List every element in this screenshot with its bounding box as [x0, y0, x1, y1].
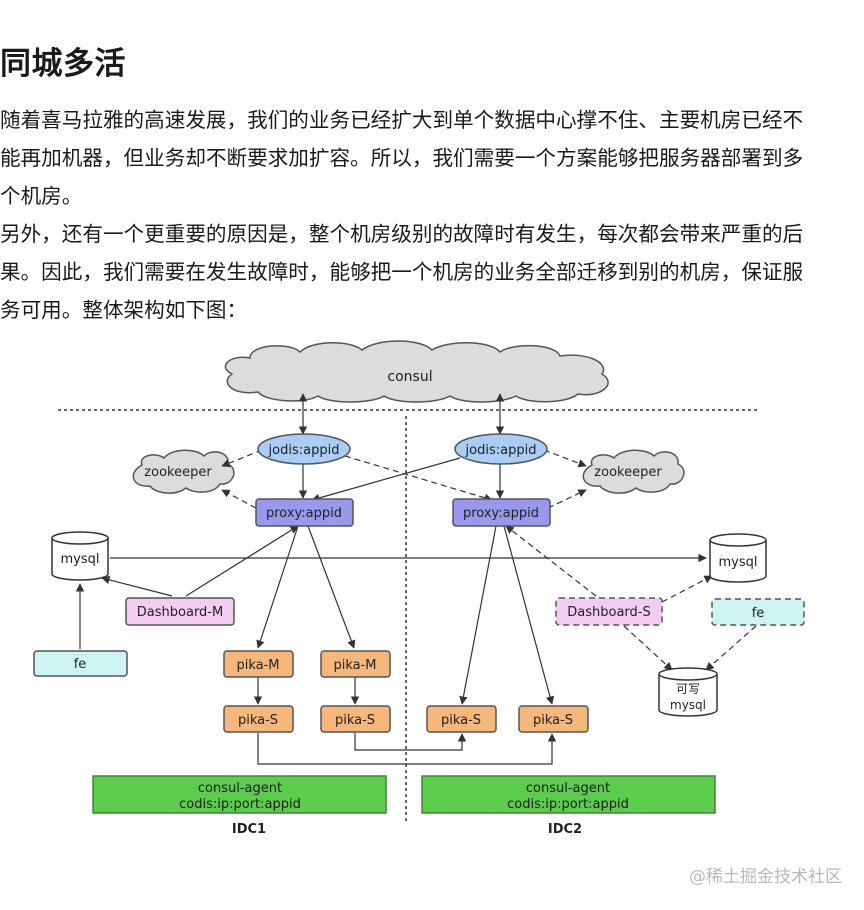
pika-m-1-label: pika-M [236, 658, 279, 673]
proxy-left-node: proxy:appid [255, 498, 354, 527]
consul-agent-right-key: codis:ip:port:appid [507, 797, 629, 812]
fe-right-label: fe [752, 606, 765, 621]
consul-agent-left-key: codis:ip:port:appid [179, 797, 301, 812]
consul-cloud: consul [224, 340, 609, 403]
mysql-right-cylinder: mysql [709, 533, 767, 583]
paragraph-line: 随着喜马拉雅的高速发展，我们的业务已经扩大到单个数据中心撑不住、主要机房已经不 [0, 108, 804, 132]
jodis-left-node: jodis:appid [257, 433, 351, 465]
edge-proxy-right-pika-s4 [503, 525, 555, 705]
edge-proxy-left-pika-m2 [307, 525, 356, 649]
paragraph-reason: 另外，还有一个更重要的原因是，整个机房级别的故障时有发生，每次都会带来严重的后 … [0, 215, 864, 329]
consul-agent-right-label: consul-agent [526, 781, 610, 796]
zookeeper-right-cloud: zookeeper [582, 449, 685, 494]
consul-agent-right: consul-agent codis:ip:port:appid [421, 775, 716, 814]
consul-agent-left: consul-agent codis:ip:port:appid [92, 775, 387, 814]
pika-m-2-node: pika-M [320, 650, 391, 678]
consul-agent-left-label: consul-agent [198, 781, 282, 796]
mysql-writable-cylinder: 可写 mysql [658, 667, 718, 717]
dashboard-m-node: Dashboard-M [125, 597, 235, 626]
pika-s-4-node: pika-S [518, 705, 589, 733]
fe-right-node: fe [711, 598, 805, 626]
proxy-right-node: proxy:appid [452, 498, 551, 527]
pika-m-2-label: pika-M [333, 658, 376, 673]
idc1-label: IDC1 [232, 822, 266, 837]
edge-jodis-right-zookeeper [543, 449, 587, 468]
edge-proxy-left-zookeeper [221, 489, 257, 509]
mysql-left-cylinder: mysql [51, 531, 109, 581]
pika-s-2-label: pika-S [335, 713, 375, 728]
edge-proxy-right-zookeeper [547, 489, 587, 509]
dashboard-s-label: Dashboard-S [567, 605, 650, 620]
pika-s-3-node: pika-S [426, 705, 497, 733]
mysql-left-label: mysql [61, 552, 100, 567]
jodis-right-node: jodis:appid [454, 433, 548, 465]
pika-s-1-label: pika-S [238, 713, 278, 728]
paragraph-line: 另外，还有一个更重要的原因是，整个机房级别的故障时有发生，每次都会带来严重的后 [0, 222, 804, 246]
edge-pika-s2-s3 [354, 733, 467, 751]
dashboard-m-label: Dashboard-M [137, 605, 223, 620]
pika-s-1-node: pika-S [223, 705, 294, 733]
architecture-diagram: consul zookeeper zookeeper [33, 340, 805, 837]
paragraph-line: 务可用。整体架构如下图： [0, 298, 248, 322]
watermark: @稀土掘金技术社区 [689, 867, 842, 887]
zookeeper-left-cloud: zookeeper [132, 449, 235, 494]
proxy-right-label: proxy:appid [463, 506, 539, 521]
jodis-left-label: jodis:appid [268, 443, 340, 458]
dashboard-s-node: Dashboard-S [555, 597, 663, 626]
mysql-writable-label-bottom: mysql [670, 698, 706, 712]
edge-jodis-right-proxy-left [311, 457, 461, 502]
edge-fe-right-writable-mysql [705, 625, 757, 671]
edge-jodis-left-zookeeper [221, 449, 263, 468]
idc2-label: IDC2 [548, 822, 582, 837]
jodis-right-label: jodis:appid [465, 443, 537, 458]
paragraph-intro: 随着喜马拉雅的高速发展，我们的业务已经扩大到单个数据中心撑不住、主要机房已经不 … [0, 101, 864, 215]
page-title: 同城多活 [0, 46, 126, 82]
edge-dashboard-s-mysql [661, 575, 713, 603]
fe-left-node: fe [33, 650, 128, 677]
connectors [75, 393, 757, 765]
edge-dashboard-m-mysql [101, 575, 173, 597]
paragraph-line: 能再加机器，但业务却不断要求加扩容。所以，我们需要一个方案能够把服务器部署到多 [0, 146, 804, 170]
mysql-right-label: mysql [719, 555, 758, 570]
edge-dashboard-s-writable-mysql [623, 625, 673, 671]
edge-dashboard-s-proxy [505, 525, 597, 597]
consul-label: consul [387, 369, 432, 385]
pika-s-4-label: pika-S [533, 713, 573, 728]
edge-proxy-left-pika-m1 [256, 525, 299, 649]
edge-pika-s1-s4 [257, 733, 557, 765]
edge-jodis-left-proxy-right [344, 455, 493, 502]
fe-left-label: fe [74, 657, 87, 672]
paragraph-line: 个机房。 [0, 184, 83, 208]
proxy-left-label: proxy:appid [266, 506, 342, 521]
zookeeper-right-label: zookeeper [594, 465, 662, 480]
zookeeper-left-label: zookeeper [144, 465, 212, 480]
pika-s-3-label: pika-S [441, 713, 481, 728]
paragraph-line: 果。因此，我们需要在发生故障时，能够把一个机房的业务全部迁移到别的机房，保证服 [0, 260, 804, 284]
edge-dashboard-m-proxy [185, 525, 299, 597]
pika-m-1-node: pika-M [223, 650, 294, 678]
pika-s-2-node: pika-S [320, 705, 391, 733]
mysql-writable-label-top: 可写 [676, 682, 700, 696]
edge-proxy-right-pika-s3 [459, 525, 497, 705]
